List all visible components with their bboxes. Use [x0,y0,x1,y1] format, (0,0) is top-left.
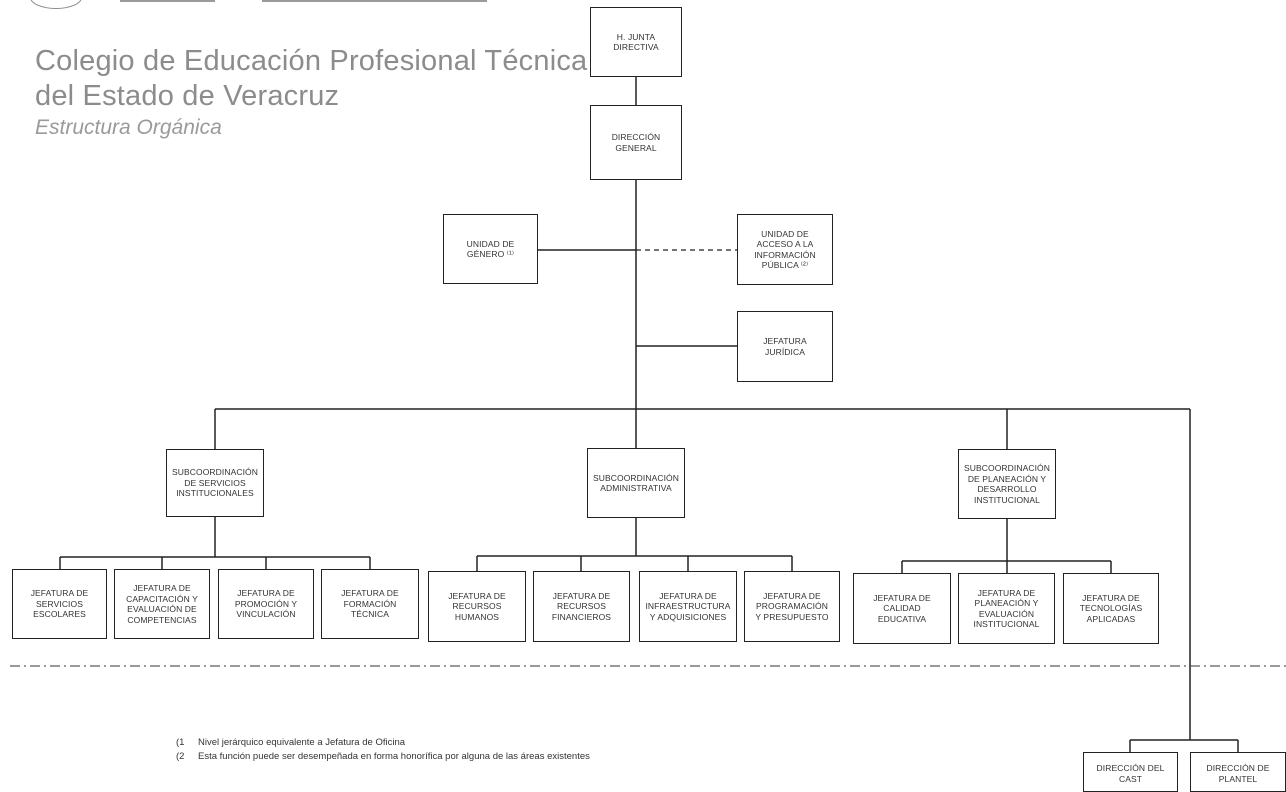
box-junta-directiva: H. JUNTA DIRECTIVA [590,7,682,77]
box-jefatura-promocion: JEFATURA DE PROMOCIÓN Y VINCULACIÓN [218,569,314,639]
box-jefatura-humanos: JEFATURA DE RECURSOS HUMANOS [428,571,526,642]
box-jefatura-planeacion: JEFATURA DE PLANEACIÓN Y EVALUACIÓN INST… [958,573,1055,644]
footnote-2: (2 Esta función puede ser desempeñada en … [176,751,590,762]
page-subtitle: Estructura Orgánica [35,116,222,139]
footnote-marker: (1 [176,737,185,748]
box-sub-servicios: SUBCOORDINACIÓN DE SERVICIOS INSTITUCION… [166,449,264,517]
box-jefatura-juridica: JEFATURA JURÍDICA [737,311,833,382]
header-rule [120,0,215,2]
footnote-marker: (2 [176,751,185,762]
box-direccion-plantel: DIRECCIÓN DE PLANTEL [1190,752,1286,792]
box-jefatura-financieros: JEFATURA DE RECURSOS FINANCIEROS [533,571,630,642]
box-jefatura-capacitacion: JEFATURA DE CAPACITACIÓN Y EVALUACIÓN DE… [114,569,210,639]
footnote-text: Esta función puede ser desempeñada en fo… [198,751,590,762]
title-line-1: Colegio de Educación Profesional Técnica [35,45,588,77]
header-rule [262,0,487,2]
box-direccion-general: DIRECCIÓN GENERAL [590,105,682,180]
box-jefatura-calidad: JEFATURA DE CALIDAD EDUCATIVA [853,573,951,644]
box-jefatura-infraestructura: JEFATURA DE INFRAESTRUCTURA Y ADQUISICIO… [639,571,737,642]
footnote-text: Nivel jerárquico equivalente a Jefatura … [198,737,406,748]
box-sub-planeacion: SUBCOORDINACIÓN DE PLANEACIÓN Y DESARROL… [958,449,1056,519]
box-direccion-cast: DIRECCIÓN DEL CAST [1083,752,1178,792]
box-jefatura-tecnologias: JEFATURA DE TECNOLOGÍAS APLICADAS [1063,573,1159,644]
title-line-2: del Estado de Veracruz [35,80,340,112]
box-jefatura-escolares: JEFATURA DE SERVICIOS ESCOLARES [12,569,107,639]
org-connectors [10,77,1286,752]
box-unidad-genero: UNIDAD DE GÉNERO ⁽¹⁾ [443,214,538,284]
box-sub-administrativa: SUBCOORDINACIÓN ADMINISTRATIVA [587,448,685,518]
box-jefatura-programacion: JEFATURA DE PROGRAMACIÓN Y PRESUPUESTO [744,571,840,642]
box-unidad-acceso: UNIDAD DE ACCESO A LA INFORMACIÓN PÚBLIC… [737,214,833,285]
box-jefatura-formacion: JEFATURA DE FORMACIÓN TÉCNICA [321,569,419,639]
footnote-1: (1 Nivel jerárquico equivalente a Jefatur… [176,737,405,748]
page-title: Colegio de Educación Profesional Técnica… [35,44,587,114]
